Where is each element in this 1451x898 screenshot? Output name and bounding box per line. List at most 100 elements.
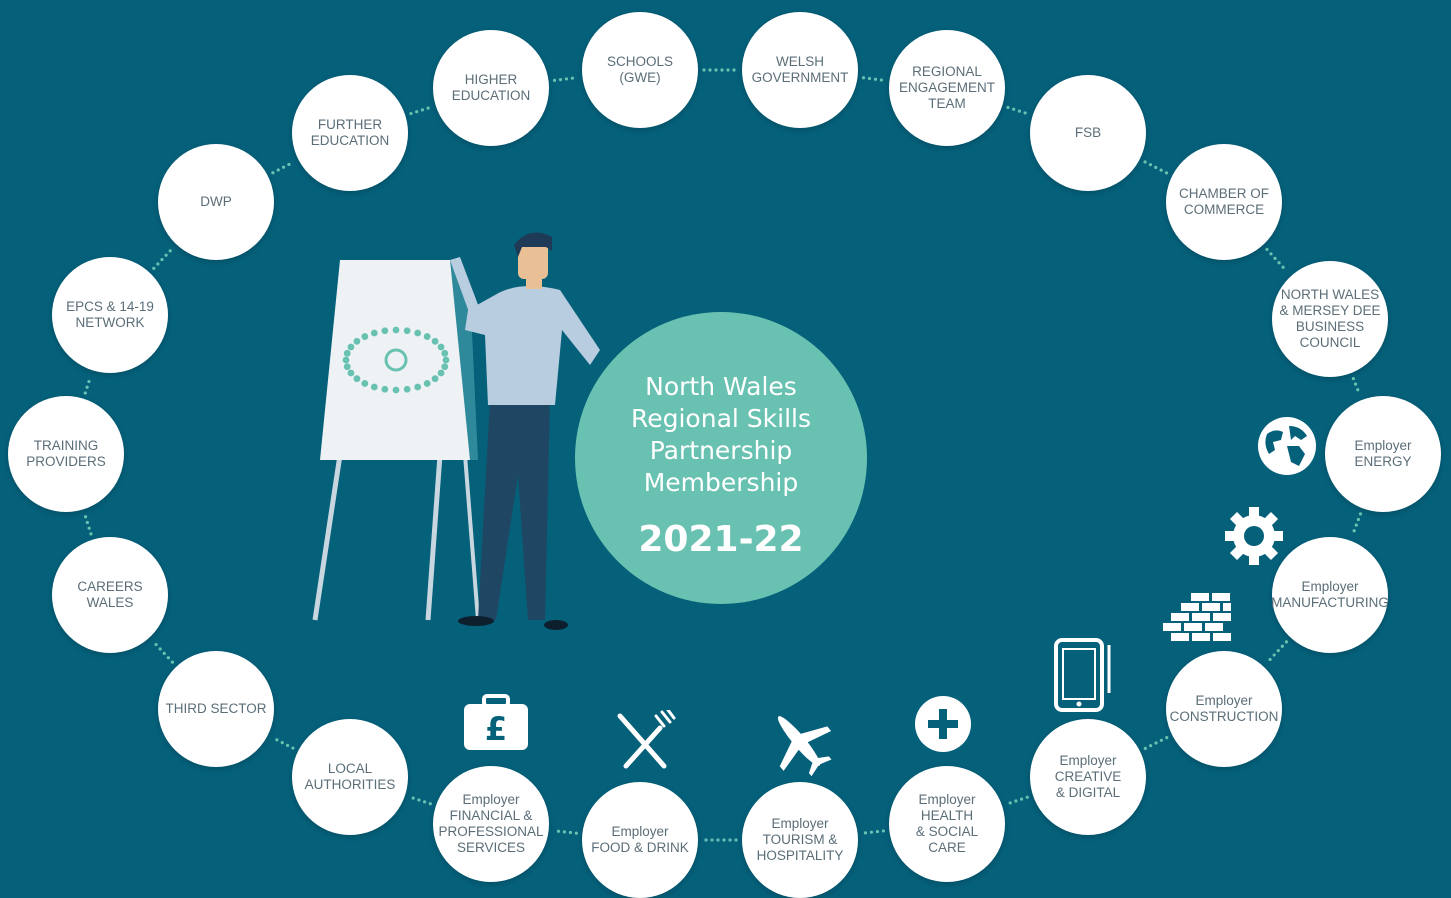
member-node-higher-education[interactable]: HIGHER EDUCATION	[433, 30, 549, 146]
member-label: LOCAL AUTHORITIES	[304, 761, 396, 792]
connector-dot	[861, 76, 866, 80]
connector-dot	[722, 838, 726, 842]
member-node-fsb[interactable]: FSB	[1030, 75, 1146, 191]
connector-dot	[1354, 523, 1358, 527]
member-node-north-wales-mersey-dee[interactable]: NORTH WALES & MERSEY DEE BUSINESS COUNCI…	[1272, 261, 1388, 377]
board-dot	[361, 380, 369, 387]
connector-dot	[422, 800, 427, 804]
member-label: EPCS & 14-19 NETWORK	[66, 299, 154, 330]
member-node-employer-energy[interactable]: Employer ENERGY	[1325, 396, 1441, 512]
connector-dot	[160, 257, 164, 262]
member-node-regional-engagement-team[interactable]: REGIONAL ENGAGEMENT TEAM	[889, 30, 1005, 146]
board-dot	[431, 337, 439, 345]
board-dot	[343, 349, 351, 357]
connector-dot	[156, 262, 160, 266]
bricks-icon	[1163, 593, 1231, 641]
member-node-chamber-of-commerce[interactable]: CHAMBER OF COMMERCE	[1166, 144, 1282, 260]
connector-dot	[85, 520, 89, 525]
connector-dot	[1019, 797, 1024, 801]
connector-dot	[570, 76, 575, 80]
connector-dot	[1154, 165, 1158, 169]
connector-dot	[1143, 160, 1147, 164]
presenter-illustration	[312, 232, 600, 630]
connector-dot	[1358, 512, 1363, 516]
connector-dot	[568, 830, 573, 835]
member-node-training-providers[interactable]: TRAINING PROVIDERS	[8, 396, 124, 512]
member-node-careers-wales[interactable]: CAREERS WALES	[52, 537, 168, 653]
connector-dot	[166, 656, 170, 660]
connector-dot	[867, 76, 872, 81]
member-label: NORTH WALES & MERSEY DEE BUSINESS COUNCI…	[1279, 287, 1381, 350]
connector-dot	[879, 78, 883, 82]
member-node-employer-financial-professional[interactable]: Employer FINANCIAL & PROFESSIONAL SERVIC…	[433, 766, 549, 882]
member-node-employer-food-drink[interactable]: Employer FOOD & DRINK	[582, 782, 698, 898]
connector-dot	[1012, 107, 1016, 111]
member-node-third-sector[interactable]: THIRD SECTOR	[158, 651, 274, 767]
connector-dot	[1281, 265, 1285, 269]
member-label: THIRD SECTOR	[165, 701, 267, 716]
connector-dot	[1265, 247, 1269, 252]
member-node-schools-gwe[interactable]: SCHOOLS (GWE)	[582, 12, 698, 128]
connector-dot	[720, 68, 724, 72]
svg-text:£: £	[485, 710, 507, 748]
board-dot	[392, 326, 400, 334]
board-dot	[361, 333, 369, 340]
connector-dot	[1356, 388, 1360, 392]
member-node-dwp[interactable]: DWP	[158, 144, 274, 260]
connector-dot	[863, 831, 868, 835]
connector-dot	[881, 829, 885, 833]
connector-dot	[1280, 644, 1284, 648]
board-dot	[441, 363, 449, 371]
member-label: FSB	[1074, 125, 1102, 140]
connector-dot	[281, 165, 286, 169]
connector-dot	[1006, 105, 1010, 110]
connector-dot	[574, 831, 578, 835]
member-label: Employer TOURISM & HOSPITALITY	[756, 816, 844, 863]
connector-dot	[710, 838, 714, 842]
board-dot	[343, 363, 351, 371]
member-label: WELSH GOVERNMENT	[751, 54, 849, 85]
connector-dot	[1023, 111, 1027, 115]
connector-dot	[170, 660, 175, 664]
board-dot	[347, 343, 355, 351]
member-node-employer-health-social-care[interactable]: Employer HEALTH & SOCIAL CARE	[889, 766, 1005, 882]
member-label: FURTHER EDUCATION	[310, 117, 390, 148]
connector-dot	[1272, 653, 1276, 657]
board-dot	[441, 349, 449, 357]
member-node-local-authorities[interactable]: LOCAL AUTHORITIES	[292, 719, 408, 835]
member-node-epcs-14-19-network[interactable]: EPCS & 14-19 NETWORK	[52, 257, 168, 373]
connector-dot	[89, 532, 93, 536]
connector-dot	[869, 830, 874, 834]
member-label: CHAMBER OF COMMERCE	[1178, 186, 1269, 217]
member-node-employer-tourism-hospitality[interactable]: Employer TOURISM & HOSPITALITY	[742, 782, 858, 898]
airplane-icon	[777, 716, 832, 776]
connector-dot	[704, 838, 708, 842]
connector-dot	[734, 838, 738, 842]
member-node-employer-manufacturing[interactable]: Employer MANUFACTURING	[1271, 537, 1389, 653]
connector-dot	[726, 68, 730, 72]
member-node-further-education[interactable]: FURTHER EDUCATION	[292, 75, 408, 191]
member-node-employer-creative-digital[interactable]: Employer CREATIVE & DIGITAL	[1030, 719, 1146, 835]
member-label: TRAINING PROVIDERS	[26, 438, 106, 469]
board-dot	[442, 356, 450, 364]
connector-dot	[285, 743, 290, 747]
connector-dot	[875, 829, 880, 834]
board-dot	[414, 329, 422, 337]
member-label: CAREERS WALES	[77, 579, 143, 610]
member-node-welsh-government[interactable]: WELSH GOVERNMENT	[742, 12, 858, 128]
board-dot	[414, 383, 422, 391]
connector-dot	[708, 68, 712, 72]
board-dot	[347, 369, 355, 377]
connector-dot	[152, 266, 156, 270]
member-label: Employer FINANCIAL & PROFESSIONAL SERVIC…	[438, 792, 544, 855]
connector-dot	[1149, 744, 1153, 748]
connector-dot	[291, 746, 295, 750]
member-label: REGIONAL ENGAGEMENT TEAM	[898, 64, 995, 111]
member-node-employer-construction[interactable]: Employer CONSTRUCTION	[1166, 651, 1282, 767]
board-dot	[381, 327, 389, 335]
connector-dot	[558, 78, 563, 82]
connector-dot	[154, 642, 158, 647]
member-label: Employer HEALTH & SOCIAL CARE	[915, 792, 979, 855]
board-dot	[381, 385, 389, 393]
